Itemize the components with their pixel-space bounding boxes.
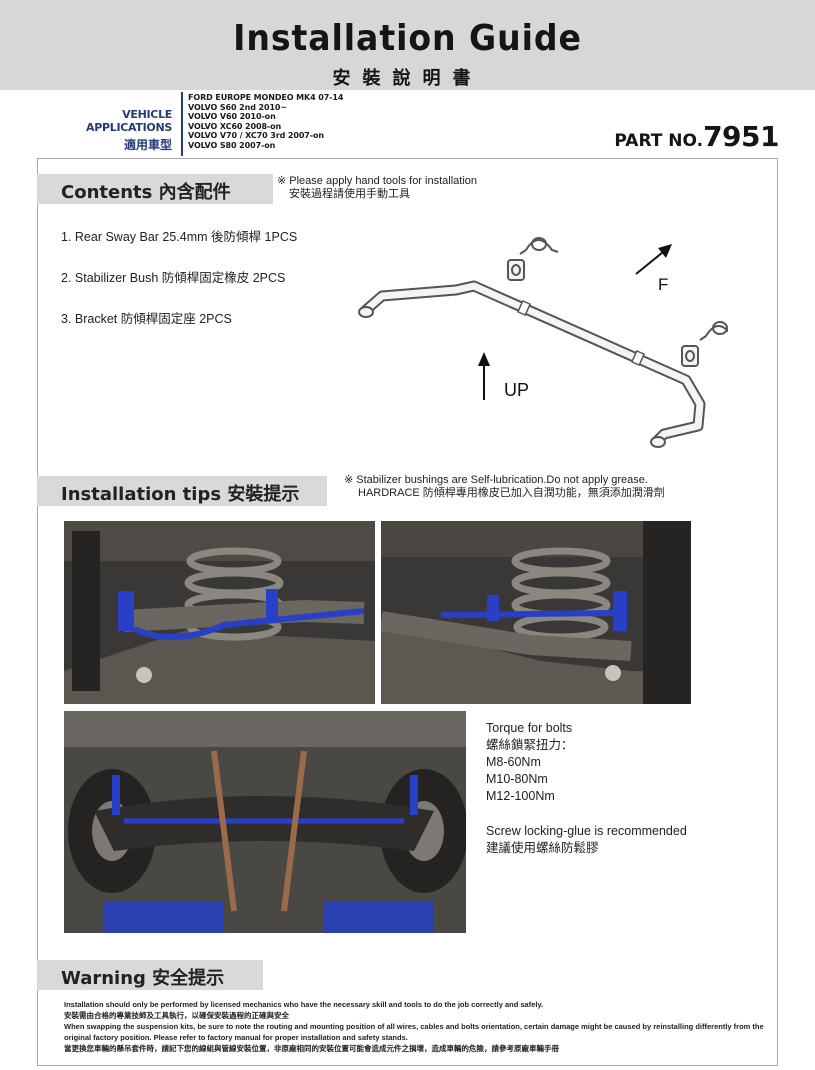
- page-subtitle: 安裝說明書: [332, 68, 483, 89]
- sway-bar-diagram: F UP: [352, 230, 733, 460]
- forward-arrow-icon: [635, 244, 672, 275]
- sway-bar-illustration: [358, 280, 706, 448]
- contents-item: 3. Bracket 防傾桿固定座 2PCS: [61, 312, 232, 326]
- content-frame: [37, 158, 778, 1066]
- install-photo-underbody: [64, 711, 466, 933]
- up-label: UP: [504, 380, 529, 400]
- tips-heading-bar: Installation tips 安裝提示: [37, 476, 327, 506]
- tips-note-zh: HARDRACE 防傾桿專用橡皮已加入自潤功能，無須添加潤滑劑: [358, 487, 665, 499]
- contents-heading-bar: Contents 內含配件: [37, 174, 273, 204]
- contents-note-en: ※ Please apply hand tools for installati…: [277, 175, 478, 187]
- vehicle-label-zh: 適用車型: [123, 138, 172, 152]
- forward-label: F: [658, 275, 668, 294]
- tips-heading: Installation tips 安裝提示: [61, 484, 300, 505]
- part-number: PART NO.7951: [614, 120, 779, 153]
- glue-note-zh: 建議使用螺絲防鬆膠: [486, 841, 599, 855]
- warning-line: Installation should only be performed by…: [64, 1000, 544, 1009]
- contents-note: ※ Please apply hand tools for installati…: [277, 175, 477, 201]
- warning-line: When swapping the suspension kits, be su…: [64, 1022, 764, 1042]
- vehicle-model: VOLVO V60 2010-on: [188, 112, 276, 122]
- warning-heading-bar: Warning 安全提示: [37, 960, 263, 990]
- page-title: Installation Guide: [233, 18, 582, 59]
- vehicle-model: VOLVO XC60 2008-on: [188, 121, 282, 131]
- contents-item: 2. Stabilizer Bush 防傾桿固定橡皮 2PCS: [61, 271, 286, 285]
- vehicle-label-en: VEHICLE APPLICATIONS: [86, 108, 172, 134]
- vehicle-model: VOLVO S80 2007-on: [188, 140, 276, 150]
- vehicle-model: VOLVO S60 2nd 2010~: [188, 102, 288, 112]
- tips-note-en: ※ Stabilizer bushings are Self-lubricati…: [344, 474, 648, 486]
- bushing-bracket-illustration: [507, 237, 733, 367]
- torque-value: M8-60Nm: [486, 755, 541, 769]
- vehicle-model: FORD EUROPE MONDEO MK4 07-14: [188, 93, 344, 102]
- part-number-label: PART NO.: [614, 131, 704, 151]
- part-number-value: 7951: [703, 120, 779, 153]
- up-arrow-icon: [478, 352, 490, 400]
- vehicle-model-list: FORD EUROPE MONDEO MK4 07-14 VOLVO S60 2…: [188, 93, 343, 151]
- tips-note: ※ Stabilizer bushings are Self-lubricati…: [344, 474, 665, 500]
- warning-line: 當更換您車輛的懸吊套件時，請記下您的線組與管線安裝位置，非原廠相同的安裝位置可能…: [64, 1044, 559, 1053]
- contents-note-zh: 安裝過程請使用手動工具: [289, 188, 410, 200]
- install-photo-right: [381, 521, 691, 704]
- torque-title-zh: 螺絲鎖緊扭力：: [486, 738, 574, 752]
- warning-line: 安裝需由合格的專業技師及工具執行，以確保安裝過程的正確與安全: [64, 1011, 289, 1020]
- glue-note-en: Screw locking-glue is recommended: [486, 824, 687, 838]
- warning-heading: Warning 安全提示: [61, 968, 225, 989]
- warning-text: Installation should only be performed by…: [64, 999, 764, 1054]
- vehicle-model: VOLVO V70 / XC70 3rd 2007-on: [188, 131, 324, 141]
- install-photo-left: [64, 521, 375, 704]
- vehicle-applications-label: VEHICLE APPLICATIONS 適用車型: [36, 108, 172, 153]
- vehicle-divider: [181, 92, 183, 156]
- torque-title-en: Torque for bolts: [486, 721, 573, 735]
- torque-value: M10-80Nm: [486, 772, 548, 786]
- torque-specs: Torque for bolts 螺絲鎖緊扭力： M8-60Nm M10-80N…: [486, 720, 687, 857]
- contents-item: 1. Rear Sway Bar 25.4mm 後防傾桿 1PCS: [61, 230, 298, 244]
- contents-heading: Contents 內含配件: [61, 182, 231, 203]
- header-banner: Installation Guide 安裝說明書: [0, 0, 815, 90]
- contents-list: 1. Rear Sway Bar 25.4mm 後防傾桿 1PCS 2. Sta…: [61, 226, 297, 349]
- torque-value: M12-100Nm: [486, 789, 555, 803]
